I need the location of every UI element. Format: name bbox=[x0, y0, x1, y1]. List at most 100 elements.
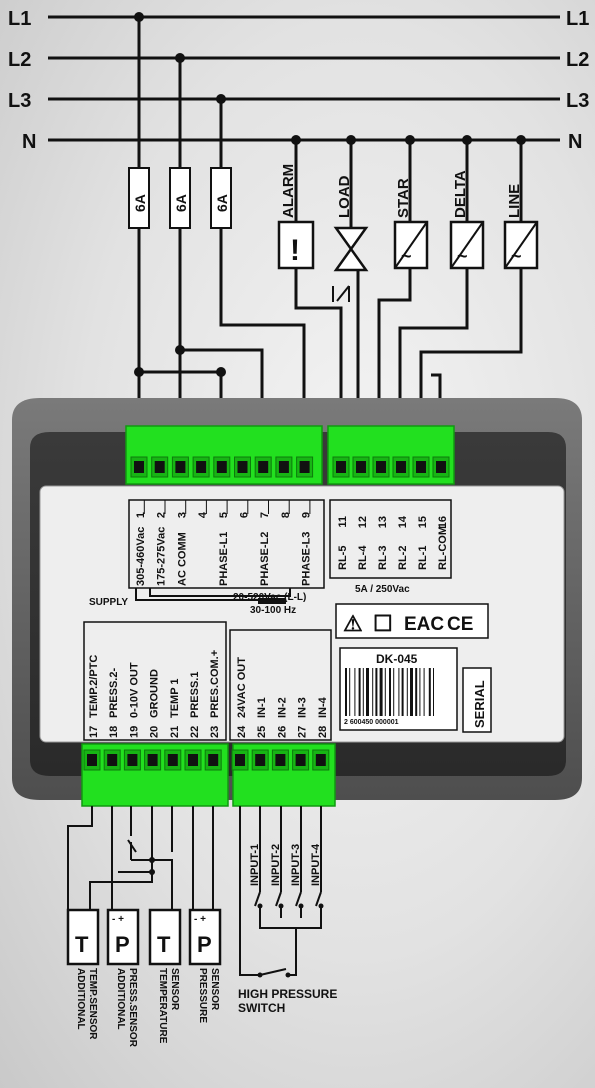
svg-text:14: 14 bbox=[397, 515, 409, 528]
terminal-label-6: 6 bbox=[239, 500, 251, 518]
terminal-label-4: 4 bbox=[197, 500, 209, 518]
sensor-4-label-2: SENSOR bbox=[209, 968, 220, 1011]
line-l2-label-left: L2 bbox=[8, 49, 31, 71]
load-alarm-label: ALARM bbox=[280, 164, 297, 218]
terminal-label-19: 190-10V OUT bbox=[128, 662, 140, 738]
svg-text:PRESS.2-: PRESS.2- bbox=[108, 668, 120, 718]
svg-text:24: 24 bbox=[236, 725, 248, 738]
load-branches: ALARM LOAD STAR DELTA LINE ! ~ ~ ~ bbox=[277, 135, 539, 465]
input-2-label: INPUT-2 bbox=[270, 844, 282, 886]
line-l1-label-right: L1 bbox=[566, 8, 589, 30]
svg-text:RL-COM: RL-COM bbox=[437, 526, 449, 570]
terminal-screw-22 bbox=[184, 749, 202, 771]
supply-lines: L1 L2 L3 N L1 L2 L3 N bbox=[8, 8, 589, 153]
input-4-label: INPUT-4 bbox=[310, 843, 322, 886]
alarm-symbol: ! bbox=[290, 234, 300, 267]
svg-text:IN-1: IN-1 bbox=[256, 697, 268, 718]
sensor-2-polarity: - + bbox=[112, 914, 124, 925]
svg-text:8: 8 bbox=[280, 512, 292, 518]
barcode-label: DK-045 2 600450 000001 bbox=[339, 647, 458, 731]
svg-text:175-275Vac: 175-275Vac bbox=[156, 527, 168, 586]
svg-text:TEMP.2/PTC: TEMP.2/PTC bbox=[88, 655, 100, 718]
sensor-1-label-2: TEMP.SENSOR bbox=[87, 968, 98, 1040]
terminal-label-25: 25 IN-1 bbox=[256, 697, 268, 738]
sensor-4-letter: P bbox=[197, 932, 212, 957]
fuse-3-rating: 6A bbox=[214, 194, 230, 212]
svg-text:PHASE-L3: PHASE-L3 bbox=[301, 532, 313, 586]
svg-text:RL-5: RL-5 bbox=[337, 546, 349, 570]
terminal-screw-6 bbox=[234, 456, 251, 478]
terminal-screw-26 bbox=[271, 749, 289, 771]
line-l1-label-left: L1 bbox=[8, 8, 31, 30]
sensor-4-polarity: - + bbox=[194, 914, 206, 925]
terminal-screw-16 bbox=[432, 456, 450, 478]
svg-text:1: 1 bbox=[135, 512, 147, 518]
load-delta-label: DELTA bbox=[452, 170, 469, 218]
terminal-label-24: 24 24VAC OUT bbox=[236, 657, 248, 738]
terminal-screw-13 bbox=[372, 456, 390, 478]
terminal-screw-11 bbox=[332, 456, 350, 478]
svg-text:26: 26 bbox=[276, 726, 288, 738]
svg-text:TEMP 1: TEMP 1 bbox=[169, 678, 181, 718]
input-switch-4 bbox=[315, 891, 324, 918]
svg-text:11: 11 bbox=[337, 516, 349, 528]
delta-contactor-icon: ~ bbox=[449, 220, 485, 270]
svg-text:22: 22 bbox=[189, 726, 201, 738]
svg-text:15: 15 bbox=[417, 516, 429, 528]
input-switch-1 bbox=[254, 891, 263, 918]
svg-text:PRES.COM.+: PRES.COM.+ bbox=[209, 650, 221, 718]
sensor-4-label-1: PRESSURE bbox=[197, 968, 208, 1023]
barcode-digits: 2 600450 000001 bbox=[344, 719, 399, 726]
svg-text:17: 17 bbox=[88, 726, 100, 738]
svg-text:4: 4 bbox=[197, 511, 209, 518]
sensor-1-label-1: ADDITIONAL bbox=[75, 968, 86, 1030]
phase-rating-2: 30-100 Hz bbox=[250, 605, 296, 616]
load-line-label: LINE bbox=[506, 184, 523, 218]
svg-text:RL-2: RL-2 bbox=[397, 546, 409, 570]
terminal-screw-24 bbox=[231, 749, 249, 771]
sensor-2-letter: P bbox=[115, 932, 130, 957]
terminal-screw-1 bbox=[130, 456, 148, 478]
terminal-screw-4 bbox=[192, 456, 210, 478]
terminal-screw-18 bbox=[103, 749, 121, 771]
svg-text:IN-2: IN-2 bbox=[276, 697, 288, 718]
fuse-2-rating: 6A bbox=[173, 194, 189, 212]
serial-box bbox=[462, 667, 492, 733]
svg-text:28: 28 bbox=[317, 726, 329, 738]
terminal-label-3: 3AC COMM bbox=[176, 500, 188, 586]
svg-text:25: 25 bbox=[256, 726, 268, 738]
svg-text:RL-4: RL-4 bbox=[357, 545, 369, 570]
svg-text:~: ~ bbox=[401, 246, 412, 266]
svg-text:24VAC OUT: 24VAC OUT bbox=[236, 657, 248, 718]
terminal-label-8: 8 bbox=[280, 500, 292, 518]
line-n-label-left: N bbox=[22, 131, 36, 153]
terminal-screw-15 bbox=[412, 456, 430, 478]
svg-text:27: 27 bbox=[297, 726, 309, 738]
svg-text:RL-3: RL-3 bbox=[377, 546, 389, 570]
relay-rating: 5A / 250Vac bbox=[355, 584, 410, 595]
ce-mark: CE bbox=[447, 614, 473, 635]
valve-icon bbox=[333, 226, 369, 252]
terminal-label-17: 17 TEMP.2/PTC bbox=[88, 655, 100, 738]
terminal-screw-17 bbox=[83, 749, 101, 771]
sensor-3-label-1: TEMPERATURE bbox=[157, 968, 168, 1044]
device-model: DK-045 bbox=[376, 652, 418, 666]
input-wiring: INPUT-1 INPUT-2 INPUT-3 INPUT-4 HIGH PRE… bbox=[238, 806, 337, 1015]
barcode bbox=[345, 668, 434, 716]
svg-text:5: 5 bbox=[218, 512, 230, 518]
terminal-screw-19 bbox=[123, 749, 141, 771]
sensor-3-letter: T bbox=[157, 932, 171, 957]
eac-mark: EAC bbox=[404, 614, 444, 635]
